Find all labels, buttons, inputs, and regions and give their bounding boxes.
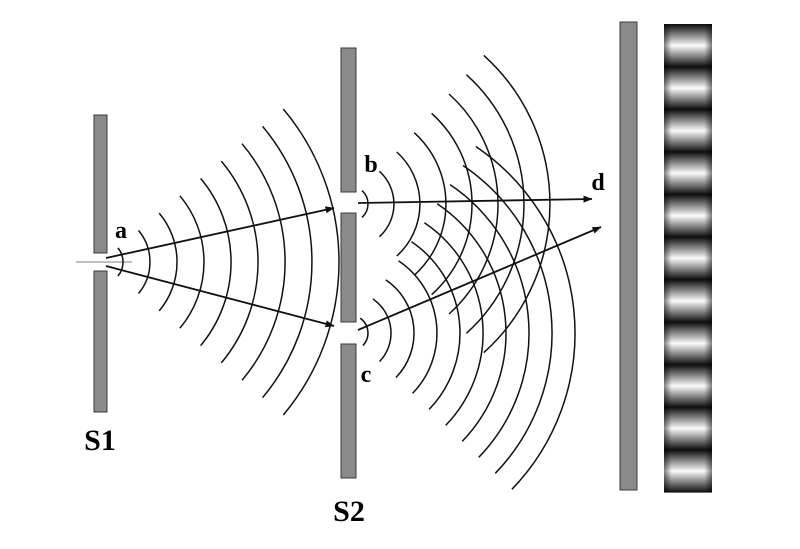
wavefront-arc — [262, 125, 313, 399]
interference-pattern-strip — [664, 24, 712, 493]
ray-c-d — [357, 226, 602, 331]
wavefronts-from-slit-b — [361, 54, 551, 354]
barrier-s2 — [340, 47, 357, 479]
ray-a-b — [105, 206, 335, 259]
barrier-segment — [93, 270, 108, 413]
wavefront-arc — [465, 74, 525, 334]
wavefront-arc — [241, 143, 286, 381]
label-point-d: d — [591, 170, 605, 196]
label-barrier-s1: S1 — [84, 424, 116, 457]
barrier-segment — [93, 114, 108, 254]
wavefront-arc — [431, 112, 473, 296]
wavefront-arc — [449, 183, 530, 458]
wavefront-arc — [361, 190, 369, 218]
screen-bar — [619, 21, 638, 491]
wavefront-arc — [282, 108, 340, 416]
wavefront-arc — [359, 317, 369, 347]
fringe-edge-shading — [664, 24, 712, 492]
ray-a-c — [105, 265, 335, 328]
wavefront-arc — [436, 203, 507, 442]
barrier-segment — [340, 212, 357, 323]
barrier-segment — [340, 47, 357, 193]
ray-b-d — [357, 195, 593, 204]
wavefront-arc — [413, 132, 447, 276]
barrier-s1 — [93, 114, 108, 413]
label-slit-c: c — [361, 362, 372, 388]
wavefront-arc — [475, 145, 576, 490]
wavefront-arc — [220, 160, 259, 364]
label-slit-b: b — [364, 152, 377, 178]
wavefront-arc — [396, 151, 421, 257]
wavefront-arc — [385, 279, 415, 379]
wavefront-arc — [483, 54, 551, 354]
wavefront-arc — [398, 260, 438, 394]
wavefront-arc — [117, 247, 124, 277]
wavefront-arc — [137, 230, 151, 294]
wavefront-arc — [179, 195, 205, 329]
label-barrier-s2: S2 — [333, 495, 365, 528]
labels: a b c d S1 S2 — [84, 152, 605, 528]
wavefront-arc — [372, 298, 392, 363]
wavefront-arc — [158, 212, 178, 312]
wavefront-arc — [462, 164, 553, 474]
label-slit-a: a — [115, 218, 127, 244]
wavefront-arc — [411, 241, 461, 410]
barrier-segment — [340, 343, 357, 479]
wavefronts-from-slit-a — [117, 108, 340, 416]
wavefronts-from-slit-c — [359, 145, 576, 490]
detection-screen — [619, 21, 638, 491]
wavefront-arc — [448, 93, 499, 315]
wavefront-arc — [378, 170, 395, 238]
light-rays — [105, 195, 602, 331]
wavefront-arc — [423, 222, 484, 426]
wavefront-arc — [200, 177, 232, 347]
